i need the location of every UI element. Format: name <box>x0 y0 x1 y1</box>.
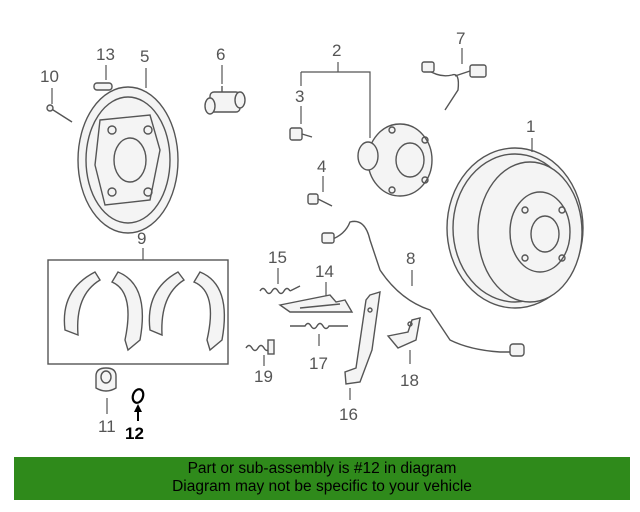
callout-6: 6 <box>216 45 225 64</box>
adjuster-spring-part[interactable] <box>290 322 348 330</box>
backing-plate-part[interactable] <box>77 86 179 234</box>
brake-line-part[interactable] <box>321 220 525 357</box>
brake-drum-part[interactable] <box>446 147 584 309</box>
wheel-stud-part[interactable] <box>307 193 333 207</box>
callout-3: 3 <box>295 87 304 106</box>
clip-part[interactable] <box>131 388 145 405</box>
callout-5: 5 <box>140 47 149 66</box>
callout-4: 4 <box>317 157 326 176</box>
part-info-banner: Part or sub-assembly is #12 in diagram D… <box>14 457 630 500</box>
bleeder-screw-part[interactable] <box>46 104 73 123</box>
return-spring-part[interactable] <box>259 285 301 295</box>
wheel-cylinder-part[interactable] <box>204 86 246 115</box>
brake-hose-part[interactable] <box>421 61 487 111</box>
hub-bolt-part[interactable] <box>289 127 313 141</box>
callout-19: 19 <box>254 367 273 386</box>
banner-line-2: Diagram may not be specific to your vehi… <box>172 478 472 495</box>
callout-11: 11 <box>98 417 116 436</box>
callout-10: 10 <box>40 67 59 86</box>
parts-diagram: 5 13 10 6 2 3 <box>40 29 584 443</box>
callout-16: 16 <box>339 405 358 424</box>
hub-bearing-part[interactable] <box>357 123 433 197</box>
callout-9: 9 <box>137 229 146 248</box>
callout-12: 12 <box>125 424 144 443</box>
callout-13: 13 <box>96 45 115 64</box>
callout-14: 14 <box>315 262 334 281</box>
brake-shoe-set-part[interactable] <box>47 259 229 365</box>
cable-bracket-part[interactable] <box>386 317 421 349</box>
adjuster-part[interactable] <box>278 294 354 313</box>
parking-lever-part[interactable] <box>344 291 381 385</box>
callout-2: 2 <box>332 41 341 60</box>
callout-8: 8 <box>406 249 415 268</box>
callout-15: 15 <box>268 248 287 267</box>
plug-part[interactable] <box>93 82 113 91</box>
callout-18: 18 <box>400 371 419 390</box>
boot-part[interactable] <box>95 367 117 392</box>
banner-line-1: Part or sub-assembly is #12 in diagram <box>187 460 457 477</box>
callout-1: 1 <box>526 117 535 136</box>
callout-7: 7 <box>456 29 465 48</box>
hold-down-spring-part[interactable] <box>245 339 275 355</box>
callout-17: 17 <box>309 354 328 373</box>
